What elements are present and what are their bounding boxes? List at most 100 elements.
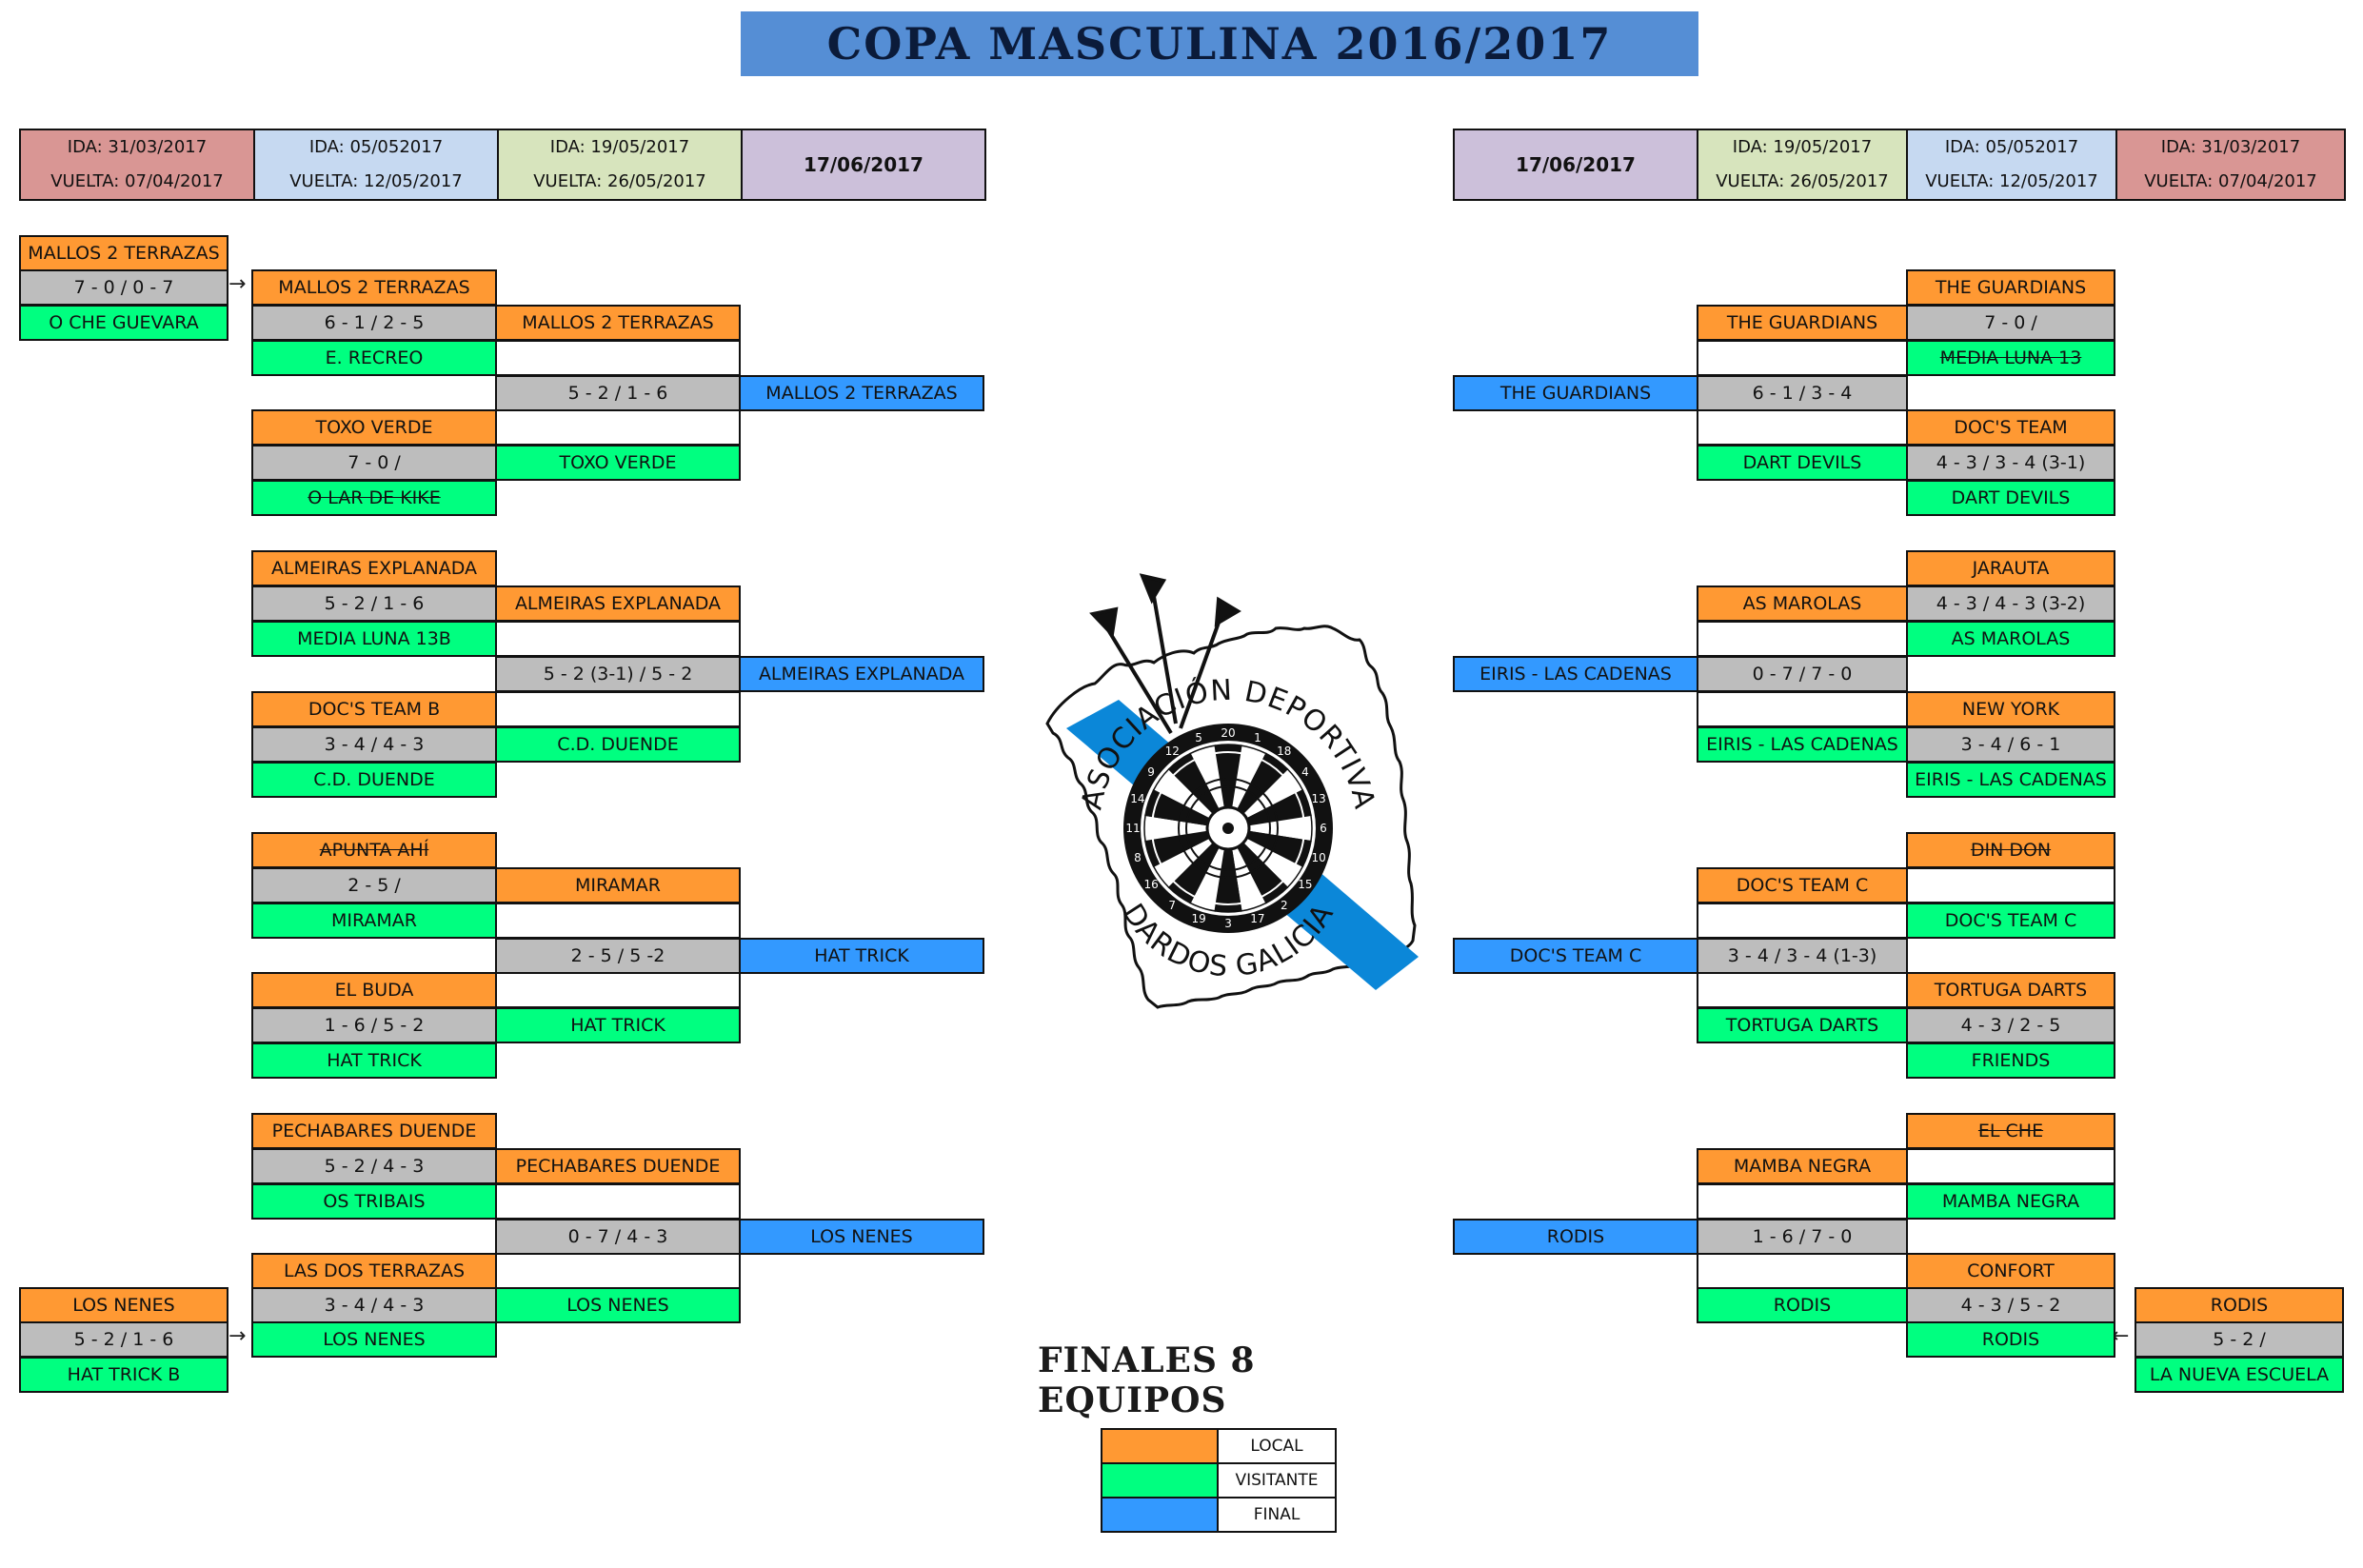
left-r1-4-local: DOC'S TEAM B [251, 691, 497, 727]
right-r3-4-finalist: RODIS [1453, 1219, 1698, 1255]
dartboard-number: 2 [1281, 899, 1288, 912]
right-r3-1-finalist: THE GUARDIANS [1453, 375, 1698, 411]
dartboard-ring [1178, 778, 1279, 879]
left-r2-1-local: MALLOS 2 TERRAZAS [495, 305, 741, 341]
right-r2-1-spacer [1697, 409, 1908, 446]
left-prelim-bottom-visitor: HAT TRICK B [19, 1357, 228, 1393]
left-prelim-top-local: MALLOS 2 TERRAZAS [19, 235, 228, 271]
left-r2-2-local: ALMEIRAS EXPLANADA [495, 586, 741, 622]
left-r1-6-score: 1 - 6 / 5 - 2 [251, 1007, 497, 1043]
left-r1-4-visitor: C.D. DUENDE [251, 762, 497, 798]
right-r1-1-visitor: MEDIA LUNA 13 [1906, 340, 2115, 376]
dartboard-number: 4 [1301, 765, 1309, 779]
left-r2-2-score: 5 - 2 (3-1) / 5 - 2 [495, 656, 741, 692]
advance-arrow-icon: ← [2112, 1324, 2130, 1348]
right-r2-1-spacer [1697, 340, 1908, 376]
left-r1-3-score: 5 - 2 / 1 - 6 [251, 586, 497, 622]
left-r2-1-spacer [495, 409, 741, 446]
legend-swatch-visitante [1101, 1462, 1219, 1499]
left-r2-1-score: 5 - 2 / 1 - 6 [495, 375, 741, 411]
legend-label-visitante: VISITANTE [1217, 1462, 1337, 1499]
dartboard-number: 13 [1311, 792, 1325, 805]
dartboard-number: 9 [1147, 765, 1155, 779]
right-r2-4-spacer [1697, 1253, 1908, 1289]
header-right-round3: IDA: 19/05/2017 VUELTA: 26/05/2017 [1697, 129, 1908, 201]
right-r1-7-visitor: MAMBA NEGRA [1906, 1183, 2115, 1220]
left-r2-3-visitor: HAT TRICK [495, 1007, 741, 1043]
left-r1-5-score: 2 - 5 / [251, 867, 497, 903]
header-right-round1-vuelta: VUELTA: 07/04/2017 [2144, 171, 2317, 191]
header-left-round2-vuelta: VUELTA: 12/05/2017 [289, 171, 463, 191]
left-r3-2-finalist: ALMEIRAS EXPLANADA [739, 656, 984, 692]
legend-label-local: LOCAL [1217, 1428, 1337, 1464]
left-r1-3-visitor: MEDIA LUNA 13B [251, 621, 497, 657]
left-r2-2-visitor: C.D. DUENDE [495, 726, 741, 763]
left-r1-3-local: ALMEIRAS EXPLANADA [251, 550, 497, 586]
left-r1-8-visitor: LOS NENES [251, 1321, 497, 1358]
dartboard-segment [1189, 744, 1226, 811]
left-r1-6-local: EL BUDA [251, 972, 497, 1008]
left-r2-4-visitor: LOS NENES [495, 1287, 741, 1323]
darts-icon [1089, 573, 1241, 735]
dartboard-number: 10 [1311, 851, 1325, 864]
right-r2-4-visitor: RODIS [1697, 1287, 1908, 1323]
left-r2-1-visitor: TOXO VERDE [495, 445, 741, 481]
left-r2-4-spacer [495, 1253, 741, 1289]
right-r1-8-visitor: RODIS [1906, 1321, 2115, 1358]
header-left-round3-vuelta: VUELTA: 26/05/2017 [533, 171, 706, 191]
left-r1-2-local: TOXO VERDE [251, 409, 497, 446]
header-right-round2-ida: IDA: 05/052017 [1944, 137, 2079, 157]
right-prelim-bottom-visitor: LA NUEVA ESCUELA [2135, 1357, 2344, 1393]
advance-arrow-icon: → [228, 1324, 247, 1348]
legend-label-final: FINAL [1217, 1497, 1337, 1533]
right-r2-1-local: THE GUARDIANS [1697, 305, 1908, 341]
dartboard-ring [1185, 785, 1271, 871]
header-left-round2-ida: IDA: 05/052017 [308, 137, 444, 157]
left-prelim-top-visitor: O CHE GUEVARA [19, 305, 228, 341]
right-r1-7-score [1906, 1148, 2115, 1184]
left-r2-1-spacer [495, 340, 741, 376]
right-r1-5-visitor: DOC'S TEAM C [1906, 903, 2115, 939]
right-r1-8-score: 4 - 3 / 5 - 2 [1906, 1287, 2115, 1323]
left-r1-2-score: 7 - 0 / [251, 445, 497, 481]
right-r1-8-local: CONFORT [1906, 1253, 2115, 1289]
right-r1-3-visitor: AS MAROLAS [1906, 621, 2115, 657]
bracket-subtitle: FINALES 8 EQUIPOS [1038, 1340, 1256, 1420]
left-r3-1-finalist: MALLOS 2 TERRAZAS [739, 375, 984, 411]
right-r1-5-local: DIN DON [1906, 832, 2115, 868]
left-r2-4-local: PECHABARES DUENDE [495, 1148, 741, 1184]
legend-row-visitante: VISITANTE [1101, 1462, 1337, 1499]
dartboard-number: 7 [1168, 899, 1176, 912]
left-prelim-bottom-score: 5 - 2 / 1 - 6 [19, 1321, 228, 1358]
left-r1-5-local: APUNTA AHÍ [251, 832, 497, 868]
right-r1-7-local: EL CHE [1906, 1113, 2115, 1149]
header-left-round3: IDA: 19/05/2017 VUELTA: 26/05/2017 [497, 129, 743, 201]
dartboard-number: 15 [1298, 878, 1312, 891]
header-left-final-date: 17/06/2017 [804, 153, 923, 176]
right-prelim-bottom-score: 5 - 2 / [2135, 1321, 2344, 1358]
left-r1-8-local: LAS DOS TERRAZAS [251, 1253, 497, 1289]
right-r2-2-local: AS MAROLAS [1697, 586, 1908, 622]
right-r1-4-visitor: EIRIS - LAS CADENAS [1906, 762, 2115, 798]
left-r1-2-visitor: O LAR DE KIKE [251, 480, 497, 516]
left-r2-3-spacer [495, 903, 741, 939]
left-r2-4-score: 0 - 7 / 4 - 3 [495, 1219, 741, 1255]
dartboard-number: 20 [1221, 726, 1235, 740]
dartboard-number: 3 [1224, 917, 1232, 930]
left-r1-6-visitor: HAT TRICK [251, 1042, 497, 1079]
header-right-round1-ida: IDA: 31/03/2017 [2160, 137, 2301, 157]
left-r3-3-finalist: HAT TRICK [739, 938, 984, 974]
right-r2-4-local: MAMBA NEGRA [1697, 1148, 1908, 1184]
header-right-round2: IDA: 05/052017 VUELTA: 12/05/2017 [1906, 129, 2117, 201]
right-r2-2-visitor: EIRIS - LAS CADENAS [1697, 726, 1908, 763]
dartboard-number: 5 [1195, 731, 1202, 744]
left-r3-4-finalist: LOS NENES [739, 1219, 984, 1255]
dartboard-number: 11 [1125, 822, 1140, 835]
right-r2-3-spacer [1697, 903, 1908, 939]
left-r2-2-spacer [495, 691, 741, 727]
right-r1-5-score [1906, 867, 2115, 903]
advance-arrow-icon: → [228, 272, 247, 296]
header-right-final-date: 17/06/2017 [1516, 153, 1636, 176]
